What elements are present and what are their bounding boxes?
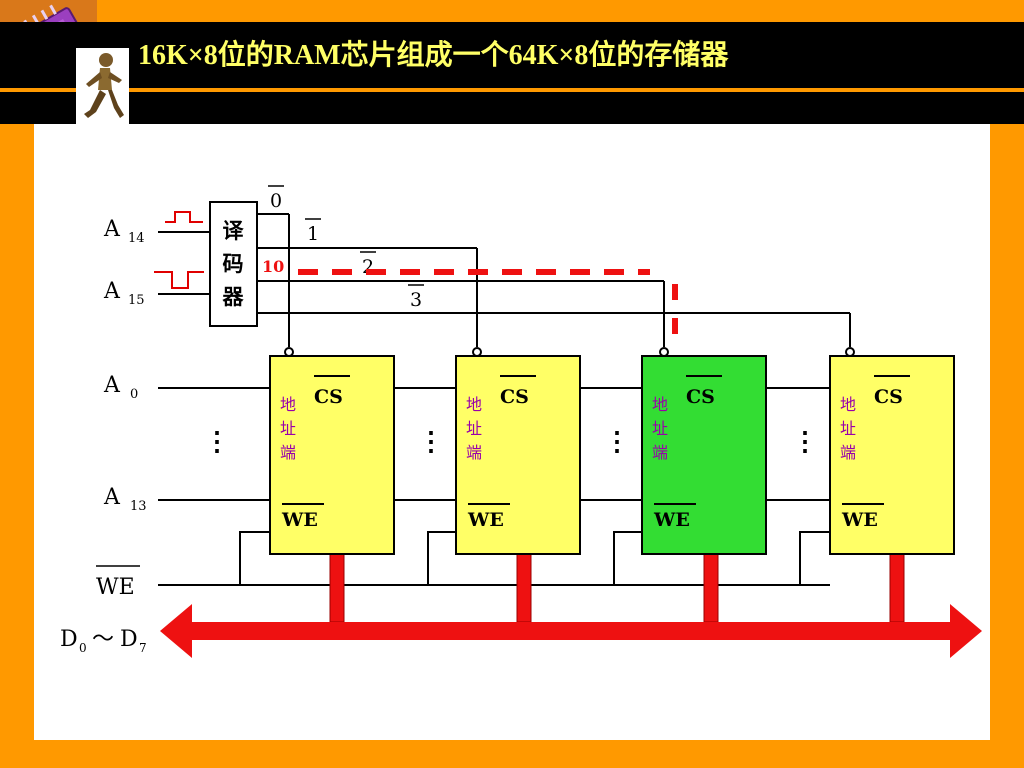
chip-address-label-char: 端 (280, 443, 296, 462)
cs-inversion-bubbles (284, 347, 855, 357)
a14-label: A (103, 217, 121, 242)
a14-subscript: 14 (128, 231, 145, 246)
chip-we-label: WE (281, 509, 318, 531)
data-bus-arrow (160, 604, 982, 658)
data-bus: D 0 ～ D 7 (60, 553, 982, 658)
a14-input: A 14 (103, 211, 210, 246)
data-bus-label: D (120, 627, 138, 652)
data-bus-label: D (60, 627, 78, 652)
decoder-label-char: 译 (223, 218, 245, 243)
a15-label: A (103, 279, 121, 304)
chip-address-label-char: 址 (840, 419, 856, 438)
a15-subscript: 15 (128, 293, 145, 308)
chip-we-label: WE (467, 509, 504, 531)
chip-address-label-char: 地 (840, 395, 856, 414)
a15-pulse-icon (154, 271, 204, 289)
output-label-3: 3 (410, 289, 422, 311)
chip-address-label-char: 址 (466, 419, 482, 438)
chip-cs-label: CS (500, 386, 529, 408)
ram-chip-body (455, 355, 581, 555)
a13-label: A (103, 485, 121, 510)
a0-label: A (103, 373, 121, 398)
chip-address-label-char: 端 (840, 443, 856, 462)
decoder-output-labels: 0 1 2 3 (268, 185, 424, 311)
a14-pulse-icon (165, 211, 203, 223)
chip-we-label: WE (841, 509, 878, 531)
output-label-1: 1 (307, 223, 319, 245)
ram-chip-body (269, 355, 395, 555)
decoder-label-char: 码 (223, 251, 244, 276)
ram-chip: CS 地址端 WE (829, 355, 955, 555)
chip-address-label-char: 地 (652, 395, 668, 414)
chip-cs-label: CS (686, 386, 715, 408)
title-divider (0, 88, 1024, 92)
ram-chip-body-selected (641, 355, 767, 555)
ellipsis-icon: ⋮ (418, 427, 444, 457)
ellipsis-marks: ⋮ ⋮ ⋮ ⋮ (204, 427, 818, 457)
ellipsis-icon: ⋮ (204, 427, 230, 457)
ram-chip: CS 地址端 WE (455, 355, 581, 555)
decoder-box (209, 201, 258, 327)
a15-input: A 15 (103, 271, 210, 308)
chip-cs-label: CS (314, 386, 343, 408)
chip-address-label-char: 端 (652, 443, 668, 462)
chip-cs-label: CS (874, 386, 903, 408)
title-bar (0, 22, 1024, 88)
selected-code-label: 10 (262, 257, 284, 276)
decoder-label-char: 器 (222, 284, 245, 309)
ram-chip: CS 地址端 WE (269, 355, 395, 555)
chip-address-label-char: 址 (280, 419, 296, 438)
chip-address-label-char: 端 (466, 443, 482, 462)
ellipsis-icon: ⋮ (792, 427, 818, 457)
decoder-outputs (257, 213, 851, 347)
a0-subscript: 0 (130, 387, 138, 402)
data-bus-sub0: 0 (79, 641, 87, 655)
ram-chip: CS 地址端 WE (641, 355, 767, 555)
running-figure-icon (76, 48, 129, 124)
sub-bar (0, 92, 1024, 124)
data-bus-sub7: 7 (139, 641, 147, 655)
decoder: 译 码 器 (209, 201, 258, 327)
output-label-0: 0 (270, 190, 282, 212)
page-title: 16K×8位的RAM芯片组成一个64K×8位的存储器 (138, 40, 729, 71)
chip-address-label-char: 地 (280, 395, 296, 414)
chip-we-label: WE (653, 509, 690, 531)
data-bus-tilde: ～ (92, 627, 114, 652)
ram-chip-body (829, 355, 955, 555)
ellipsis-icon: ⋮ (604, 427, 630, 457)
we-bus-label: WE (96, 575, 135, 600)
chip-address-label-char: 址 (652, 419, 668, 438)
a13-subscript: 13 (130, 499, 147, 514)
diagram-canvas: 译 码 器 A 14 A 15 (34, 124, 990, 740)
chip-address-label-char: 地 (466, 395, 482, 414)
